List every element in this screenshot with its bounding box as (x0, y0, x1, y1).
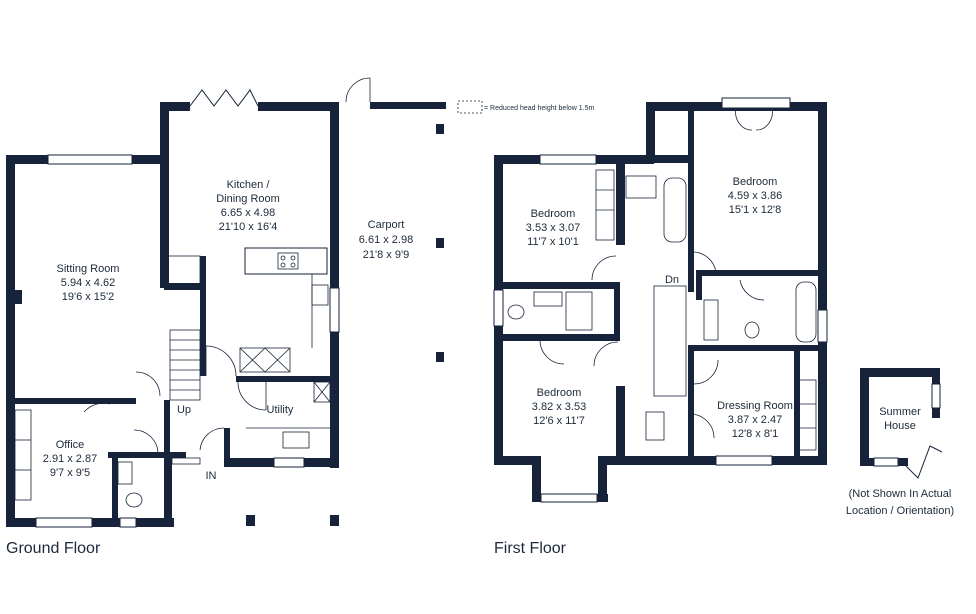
bedroom-1-metric: 3.53 x 3.07 (526, 222, 580, 234)
ground-floor-plan (6, 77, 483, 528)
carport-imperial: 21'8 x 9'9 (363, 249, 409, 261)
first-floor-plan (493, 97, 828, 503)
carport-name: Carport (368, 219, 405, 231)
bedroom-1-name: Bedroom (531, 208, 576, 220)
summer-house-plan (860, 368, 943, 479)
bedroom-2-imperial: 15'1 x 12'8 (729, 204, 782, 216)
ground-floor-title: Ground Floor (6, 540, 101, 557)
bedroom-2-metric: 4.59 x 3.86 (728, 190, 782, 202)
first-floor-title: First Floor (494, 540, 567, 557)
legend-text: = Reduced head height below 1.5m (484, 105, 594, 112)
sitting-room-name: Sitting Room (57, 263, 120, 275)
summer-house-note-2: Location / Orientation) (846, 505, 954, 517)
office-name: Office (56, 439, 85, 451)
bedroom-1-imperial: 11'7 x 10'1 (527, 236, 579, 248)
kitchen-imperial: 21'10 x 16'4 (219, 221, 278, 233)
summer-house-name-2: House (884, 420, 916, 432)
bedroom-3-name: Bedroom (537, 387, 582, 399)
sitting-room-imperial: 19'6 x 15'2 (62, 291, 115, 303)
dressing-room-metric: 3.87 x 2.47 (728, 414, 782, 426)
kitchen-name-2: Dining Room (216, 193, 280, 205)
dressing-room-imperial: 12'8 x 8'1 (732, 428, 778, 440)
stairs-up-label: Up (177, 404, 191, 416)
utility-name: Utility (267, 404, 294, 416)
carport-metric: 6.61 x 2.98 (359, 234, 413, 246)
stairs-down-label: Dn (665, 274, 679, 286)
entrance-label: IN (206, 470, 217, 482)
office-metric: 2.91 x 2.87 (43, 453, 97, 465)
office-imperial: 9'7 x 9'5 (50, 467, 90, 479)
bedroom-2-name: Bedroom (733, 176, 778, 188)
bedroom-3-imperial: 12'6 x 11'7 (533, 415, 585, 427)
summer-house-note-1: (Not Shown In Actual (849, 488, 952, 500)
kitchen-name: Kitchen / (227, 179, 271, 191)
kitchen-metric: 6.65 x 4.98 (221, 207, 275, 219)
bedroom-3-metric: 3.82 x 3.53 (532, 401, 586, 413)
sitting-room-metric: 5.94 x 4.62 (61, 277, 115, 289)
summer-house-name: Summer (879, 406, 921, 418)
dressing-room-name: Dressing Room (717, 400, 793, 412)
